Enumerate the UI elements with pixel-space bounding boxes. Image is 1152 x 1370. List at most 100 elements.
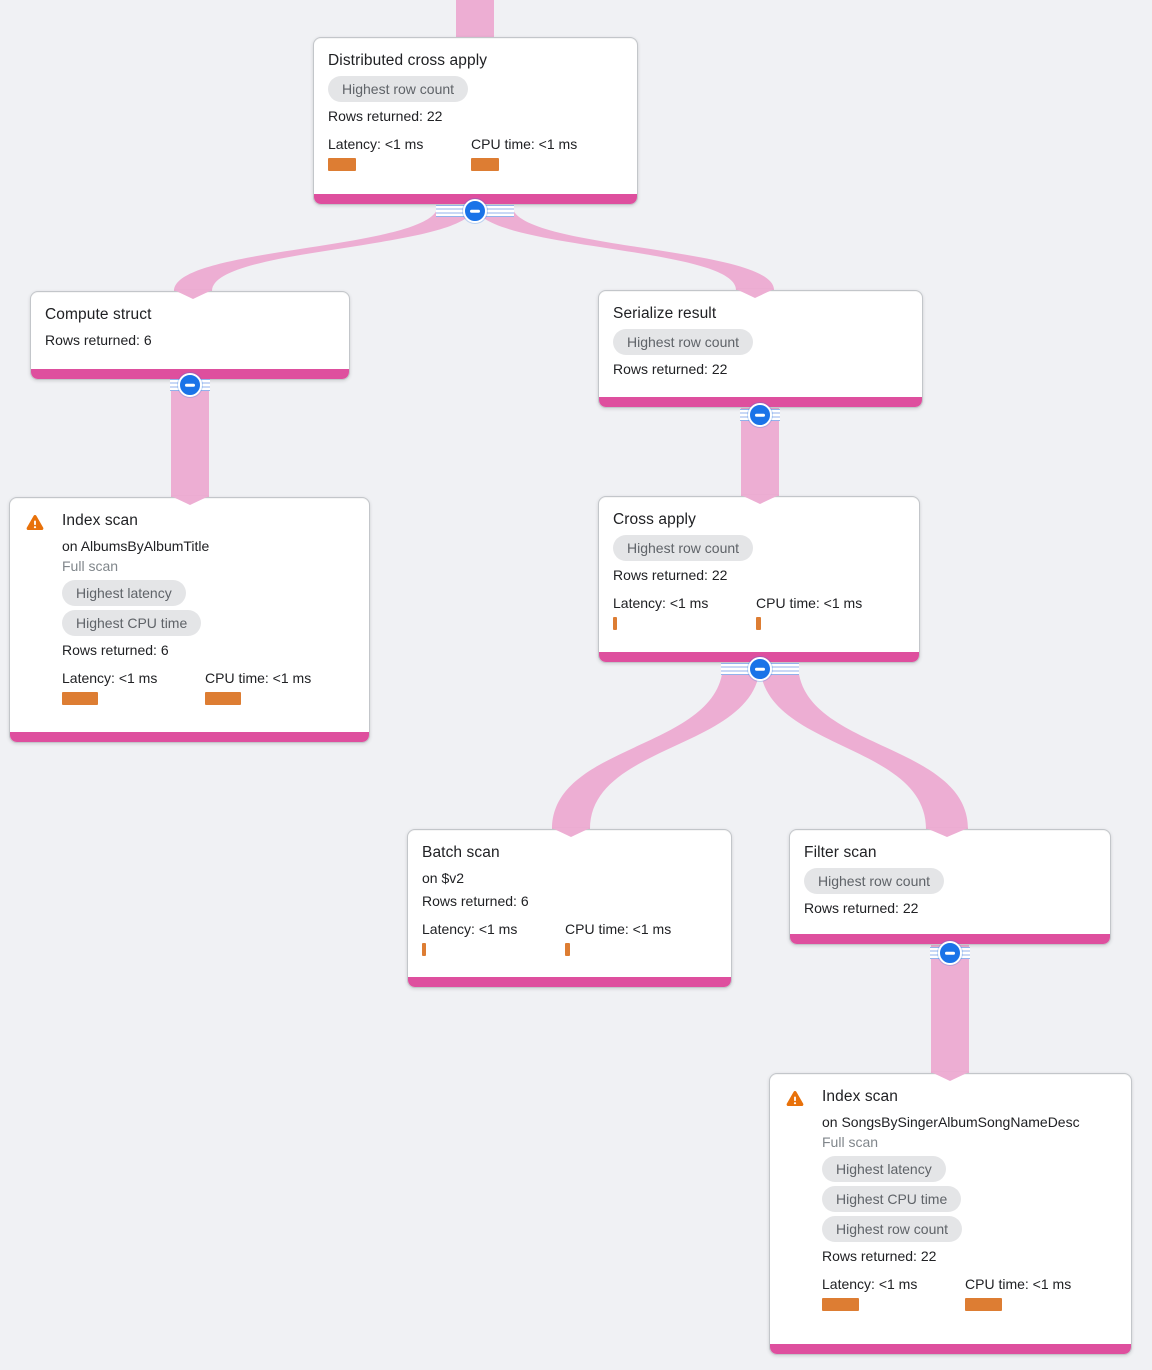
cpu-time-metric: CPU time: <1 ms [471, 135, 623, 171]
flow-edge-ribbon [174, 205, 475, 291]
minus-icon [755, 413, 765, 417]
scan-type-label: Full scan [822, 1134, 879, 1150]
node-row-indicator-bar [790, 934, 1110, 944]
highlight-badge: Highest row count [613, 329, 754, 355]
rows-returned-label: Rows returned: 22 [328, 108, 443, 124]
collapse-button[interactable] [748, 657, 772, 681]
latency-label: Latency: <1 ms [613, 595, 709, 611]
latency-metric: Latency: <1 ms [613, 594, 756, 630]
cpu-time-metric: CPU time: <1 ms [205, 669, 355, 705]
minus-icon [185, 383, 195, 387]
minus-icon [470, 209, 480, 213]
cpu-time-label: CPU time: <1 ms [965, 1276, 1072, 1292]
flow-edge-ribbon [760, 663, 968, 829]
rows-returned-label: Rows returned: 6 [62, 642, 169, 658]
node-row-indicator-bar [770, 1344, 1131, 1354]
node-subtitle: on AlbumsByAlbumTitle [62, 538, 210, 554]
collapse-button[interactable] [178, 373, 202, 397]
latency-metric: Latency: <1 ms [328, 135, 471, 171]
node-title: Index scan [62, 512, 138, 529]
flow-edge-ribbon [475, 205, 774, 290]
collapse-button[interactable] [463, 199, 487, 223]
collapse-port-distributed-cross-apply [436, 199, 514, 223]
scan-type-label: Full scan [62, 558, 119, 574]
flow-edge-ribbon [171, 380, 209, 498]
node-subtitle: on SongsBySingerAlbumSongNameDesc [822, 1114, 1080, 1130]
minus-icon [945, 951, 955, 955]
collapse-port-compute-struct [170, 373, 210, 397]
cpu-time-label: CPU time: <1 ms [205, 670, 312, 686]
cpu-time-label: CPU time: <1 ms [565, 921, 672, 937]
warning-icon [26, 515, 44, 530]
collapse-port-filter-scan [930, 941, 970, 965]
highlight-badge: Highest row count [804, 868, 945, 894]
cpu-time-label: CPU time: <1 ms [756, 595, 863, 611]
latency-bar [62, 692, 98, 705]
highlight-badge: Highest latency [822, 1156, 946, 1182]
rows-returned-label: Rows returned: 22 [822, 1248, 937, 1264]
node-row-indicator-bar [10, 732, 369, 742]
cpu-time-bar [565, 943, 570, 956]
latency-label: Latency: <1 ms [62, 670, 158, 686]
rows-returned-label: Rows returned: 22 [613, 567, 728, 583]
plan-node-index-scan-songs[interactable]: Index scan on SongsBySingerAlbumSongNameD… [769, 1073, 1132, 1355]
node-title: Distributed cross apply [328, 52, 488, 69]
highlight-badge: Highest row count [822, 1216, 963, 1242]
rows-returned-label: Rows returned: 22 [804, 900, 919, 916]
highlight-badge: Highest row count [328, 76, 469, 102]
highlight-badge: Highest row count [613, 535, 754, 561]
highlight-badge: Highest CPU time [62, 610, 202, 636]
rows-returned-label: Rows returned: 6 [45, 332, 152, 348]
collapse-port-cross-apply [721, 657, 799, 681]
metrics-block: Latency: <1 ms CPU time: <1 ms [422, 920, 717, 956]
latency-metric: Latency: <1 ms [422, 920, 565, 956]
cpu-time-bar [756, 617, 761, 630]
node-title: Filter scan [804, 844, 877, 861]
node-title: Compute struct [45, 306, 152, 323]
collapse-port-serialize-result [740, 403, 780, 427]
node-row-indicator-bar [599, 397, 922, 407]
latency-metric: Latency: <1 ms [822, 1275, 965, 1311]
cpu-time-metric: CPU time: <1 ms [965, 1275, 1117, 1311]
latency-bar [422, 943, 426, 956]
metrics-block: Latency: <1 ms CPU time: <1 ms [62, 669, 355, 705]
cpu-time-bar [965, 1298, 1002, 1311]
node-title: Cross apply [613, 511, 696, 528]
cpu-time-bar [205, 692, 241, 705]
rows-returned-label: Rows returned: 6 [422, 893, 529, 909]
latency-bar [328, 158, 356, 171]
warning-icon [786, 1091, 804, 1106]
cpu-time-bar [471, 158, 499, 171]
collapse-button[interactable] [748, 403, 772, 427]
node-subtitle: on $v2 [422, 870, 465, 886]
flow-edge-ribbon [552, 663, 760, 829]
metrics-block: Latency: <1 ms CPU time: <1 ms [328, 135, 623, 171]
metrics-block: Latency: <1 ms CPU time: <1 ms [822, 1275, 1117, 1311]
highlight-badge: Highest latency [62, 580, 186, 606]
minus-icon [755, 667, 765, 671]
cpu-time-label: CPU time: <1 ms [471, 136, 578, 152]
cpu-time-metric: CPU time: <1 ms [756, 594, 905, 630]
collapse-button[interactable] [938, 941, 962, 965]
rows-returned-label: Rows returned: 22 [613, 361, 728, 377]
latency-label: Latency: <1 ms [328, 136, 424, 152]
node-title: Batch scan [422, 844, 500, 861]
latency-label: Latency: <1 ms [822, 1276, 918, 1292]
node-title: Serialize result [613, 305, 717, 322]
latency-bar [822, 1298, 859, 1311]
highlight-badge: Highest CPU time [822, 1186, 962, 1212]
node-title: Index scan [822, 1088, 898, 1105]
metrics-block: Latency: <1 ms CPU time: <1 ms [613, 594, 905, 630]
latency-bar [613, 617, 617, 630]
latency-metric: Latency: <1 ms [62, 669, 205, 705]
cpu-time-metric: CPU time: <1 ms [565, 920, 717, 956]
latency-label: Latency: <1 ms [422, 921, 518, 937]
